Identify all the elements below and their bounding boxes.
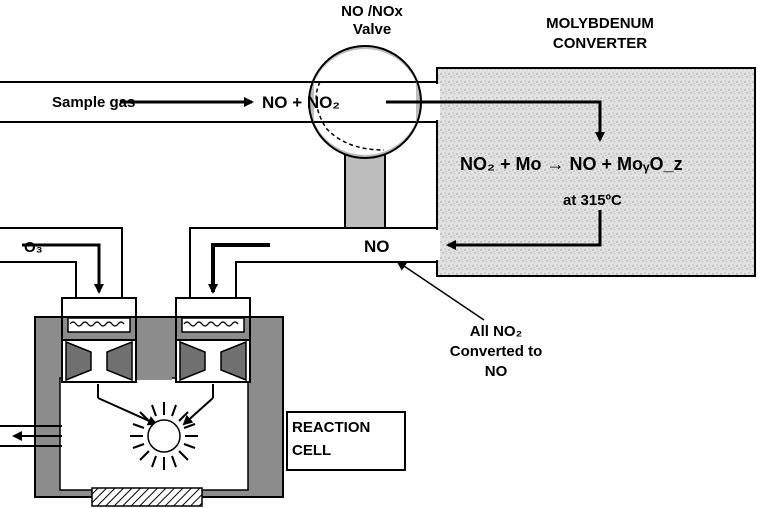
no-return-pipe	[189, 227, 440, 298]
all-no2-line1: All NO₂	[470, 323, 523, 340]
valve-label-line1: NO /NOx	[341, 3, 403, 20]
reaction-cell-filter	[91, 487, 203, 507]
sample-gas-label: Sample gas	[52, 94, 135, 111]
no-into-cell-arrow	[182, 397, 214, 426]
callout-pointer	[396, 260, 485, 321]
no-inlet-housing	[175, 297, 251, 383]
ozone-flow-arrow	[22, 243, 104, 294]
all-no2-line2: Converted to	[450, 343, 543, 360]
ozone-tube	[0, 227, 123, 298]
no-nox-valve	[308, 45, 422, 159]
temperature-label: at 315ºC	[563, 192, 622, 209]
reaction-cell-label-line1: REACTION	[292, 419, 370, 436]
no-downflow-arrow	[208, 243, 270, 294]
valve-label-line2: Valve	[353, 21, 391, 38]
no-outlet-label: NO	[364, 237, 390, 256]
converter-label-line1: MOLYBDENUM	[546, 15, 654, 32]
all-no2-line3: NO	[485, 363, 508, 380]
into-converter-arrow	[386, 100, 605, 142]
exhaust-tube	[0, 425, 62, 447]
no-plus-no2-label: NO + NO₂	[262, 93, 340, 112]
ozone-inlet-housing	[61, 297, 137, 383]
converter-label-line2: CONVERTER	[553, 35, 647, 52]
ozone-label: O₃	[24, 239, 43, 256]
chemiluminescence-burst-icon	[130, 402, 198, 470]
out-of-converter-arrow	[446, 210, 602, 250]
reaction-cell-label-line2: CELL	[292, 442, 331, 459]
reaction-cell-label-box	[286, 411, 406, 471]
reaction-equation: NO₂ + Mo → NO + MoᵧO_z	[460, 154, 683, 174]
